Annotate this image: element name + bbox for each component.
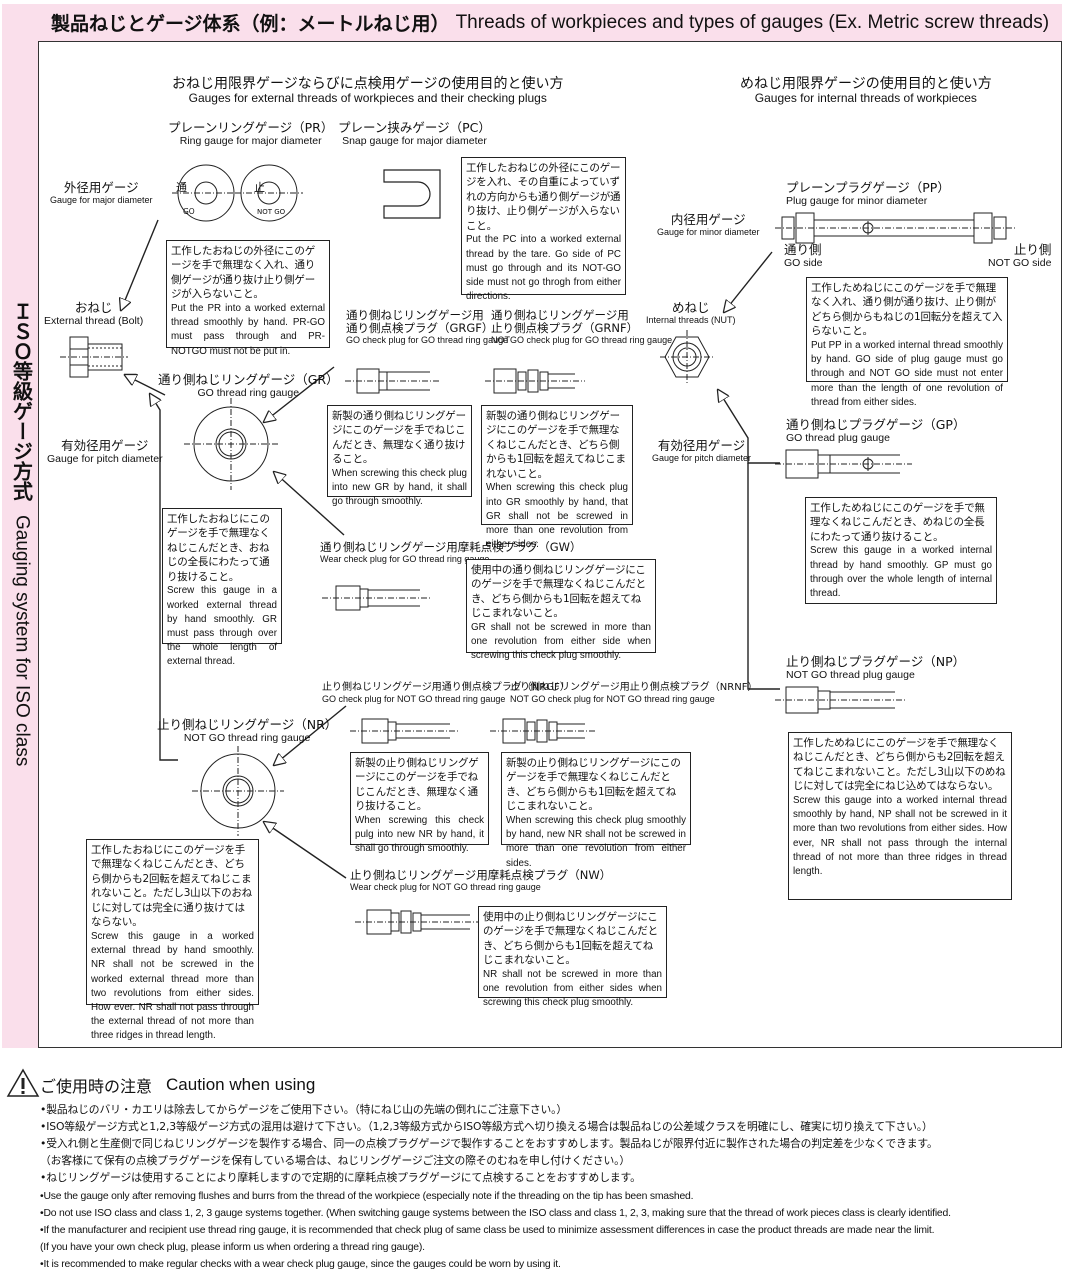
caution-en-3: •If the manufacturer and recipient use t… (40, 1225, 935, 1236)
note-nrgf: 新製の止り側ねじリングゲージにこのゲージを手でねじこんだとき、無理なく通り抜ける… (350, 752, 489, 854)
label-gw: 通り側ねじリングゲージ用摩耗点検プラグ（GW）Wear check plug f… (320, 540, 582, 565)
label-gp: 通り側ねじプラグゲージ（GP）GO thread plug gauge (786, 417, 966, 445)
page-title-jp: 製品ねじとゲージ体系（例：メートルねじ用） (50, 13, 450, 35)
note-grnf: 新製の通り側ねじリングゲージにこのゲージを手で無理なくねじこんだとき、どちら側か… (481, 405, 633, 550)
sidebar-title-jp: ＩＳＯ等級ゲージ方式 (9, 301, 34, 501)
snap-gauge-pc (383, 169, 441, 219)
note-np: 工作しためねじにこのゲージを手で無理なくねじこんだとき、どちら側からも2回転を超… (788, 732, 1012, 900)
arrow-np-to-nut (747, 463, 780, 690)
gr-ring (184, 398, 278, 490)
arrow-nrgf-to-nr (274, 705, 347, 765)
label-pr: プレーンリングゲージ（PR）Ring gauge for major diame… (168, 120, 334, 148)
arrow-nw-to-nr (264, 822, 347, 879)
pp-plug (775, 212, 1015, 244)
note-pp: 工作しためねじにこのゲージを手で無理なく入れ、通り側が通り抜け、止り側がどちら側… (806, 277, 1008, 408)
label-np: 止り側ねじプラグゲージ（NP）NOT GO thread plug gauge (786, 654, 966, 682)
caution-en-2: •Do not use ISO class and class 1, 2, 3 … (40, 1208, 951, 1219)
label-gr: 通り側ねじリングゲージ（GR）GO thread ring gauge (158, 372, 339, 400)
nw-plug (355, 909, 478, 935)
caution-jp-4: （お客様にて保有の点検プラグゲージを保有している場合は、ねじリングゲージご注文の… (40, 1154, 631, 1167)
caution-jp-5: •ねじリングゲージは使用することにより摩耗しますので定期的に摩耗点検プラグゲージ… (40, 1171, 641, 1184)
arrow-nr-to-bolt (150, 394, 178, 761)
gp-plug (775, 449, 912, 479)
note-pr: 工作したおねじの外径にこのゲージを手で無理なく入れ、通り側ゲージが通り抜け止り側… (166, 240, 330, 357)
caution-en-1: •Use the gauge only after removing flush… (40, 1191, 694, 1202)
grnf-plug (485, 368, 585, 394)
grgf-plug (345, 368, 440, 394)
sidebar: ＩＳＯ等級ゲージ方式 Gauging system for ISO class (2, 41, 39, 1048)
ring-stop-mark: 止 (254, 181, 265, 194)
bolt-drawing (60, 336, 128, 378)
label-pc: プレーン挟みゲージ（PC）Snap gauge for major diamet… (338, 120, 491, 148)
caution-title: ご使用時の注意 Caution when using (40, 1075, 316, 1096)
note-nrnf: 新製の止り側ねじリングゲージにこのゲージを手で無理なくねじこんだとき、どちら側か… (501, 752, 691, 869)
caution-jp-1: •製品ねじのバリ・カエリは除去してからゲージをご使用下さい。（特にねじ山の先端の… (40, 1103, 568, 1116)
arrow-gr-to-bolt (125, 375, 166, 396)
note-grgf: 新製の通り側ねじリングゲージにこのゲージを手でねじこんだとき、無理なく通り抜ける… (327, 405, 472, 507)
label-nrgf: 止り側ねじリングゲージ用通り側点検プラグ（NRGF）GO check plug … (322, 682, 570, 704)
note-gr: 工作したおねじにこのゲージを手で無理なくねじこんだとき、おねじの全長にわたって通… (162, 508, 282, 667)
note-nw: 使用中の止り側ねじリングゲージにこのゲージを手で無理なくねじこんだとき、どちら側… (478, 906, 667, 1008)
np-plug (775, 686, 905, 714)
page-title: 製品ねじとゲージ体系（例：メートルねじ用） Threads of workpie… (38, 4, 1062, 42)
arrow-gw-to-gr (274, 472, 345, 536)
gw-plug (322, 585, 430, 611)
label-pp: プレーンプラグゲージ（PP）Plug gauge for minor diame… (786, 180, 950, 208)
caution-jp-2: •ISO等級ゲージ方式と1,2,3等級ゲージ方式の混用は避けて下さい。（1,2,… (40, 1120, 933, 1133)
arrow-major-to-bolt (121, 219, 159, 310)
arrow-minor-to-nut (724, 251, 773, 312)
sidebar-title: ＩＳＯ等級ゲージ方式 Gauging system for ISO class (8, 301, 37, 767)
warning-icon (6, 1068, 40, 1097)
ring-go-mark: 通 (176, 181, 187, 194)
nut-drawing (660, 330, 714, 384)
ring-go-sub: GO (183, 207, 195, 216)
note-nr: 工作したおねじにこのゲージを手で無理なくねじこんだとき、どちら側からも2回転を超… (86, 839, 259, 1041)
label-nw: 止り側ねじリングゲージ用摩耗点検プラグ（NW）Wear check plug f… (350, 868, 612, 893)
label-nrnf: 止り側ねじリングゲージ用止り側点検プラグ（NRNF）NOT GO check p… (510, 682, 758, 704)
ring-stop-sub: NOT GO (257, 208, 286, 216)
pr-notgo-ring (235, 164, 303, 222)
arrow-internal-pitch-to-nut (718, 390, 780, 464)
caution-en-5: •It is recommended to make regular check… (40, 1259, 561, 1270)
arrow-grgf-to-gr (264, 366, 335, 422)
nrgf-plug (350, 718, 460, 744)
label-nr: 止り側ねじリングゲージ（NR）NOT GO thread ring gauge (157, 717, 338, 745)
label-grgf: 通り側ねじリングゲージ用通り側点検プラグ（GRGF）GO check plug … (346, 308, 509, 346)
sidebar-title-en: Gauging system for ISO class (11, 515, 33, 767)
pr-go-ring (172, 164, 240, 222)
nrnf-plug (490, 718, 595, 744)
caution-en-4: (If you have your own check plug, please… (40, 1242, 425, 1253)
note-gw: 使用中の通り側ねじリングゲージにこのゲージを手で無理なくねじこんだとき、どちら側… (466, 559, 656, 661)
page-title-en: Threads of workpieces and types of gauge… (455, 11, 1050, 33)
nr-ring (192, 746, 284, 836)
note-gp: 工作しためねじにこのゲージを手で無理なくねじこんだとき、めねじの全長にわたって通… (805, 497, 997, 604)
label-grnf: 通り側ねじリングゲージ用止り側点検プラグ（GRNF）NOTGO check pl… (491, 308, 673, 346)
caution-jp-3: •受入れ側と生産側で同じねじリングゲージを製作する場合、同一の点検プラグゲージで… (40, 1137, 938, 1150)
note-pc: 工作したおねじの外径にこのゲージを入れ、その自重によっていずれの方向からも通り側… (461, 157, 626, 302)
